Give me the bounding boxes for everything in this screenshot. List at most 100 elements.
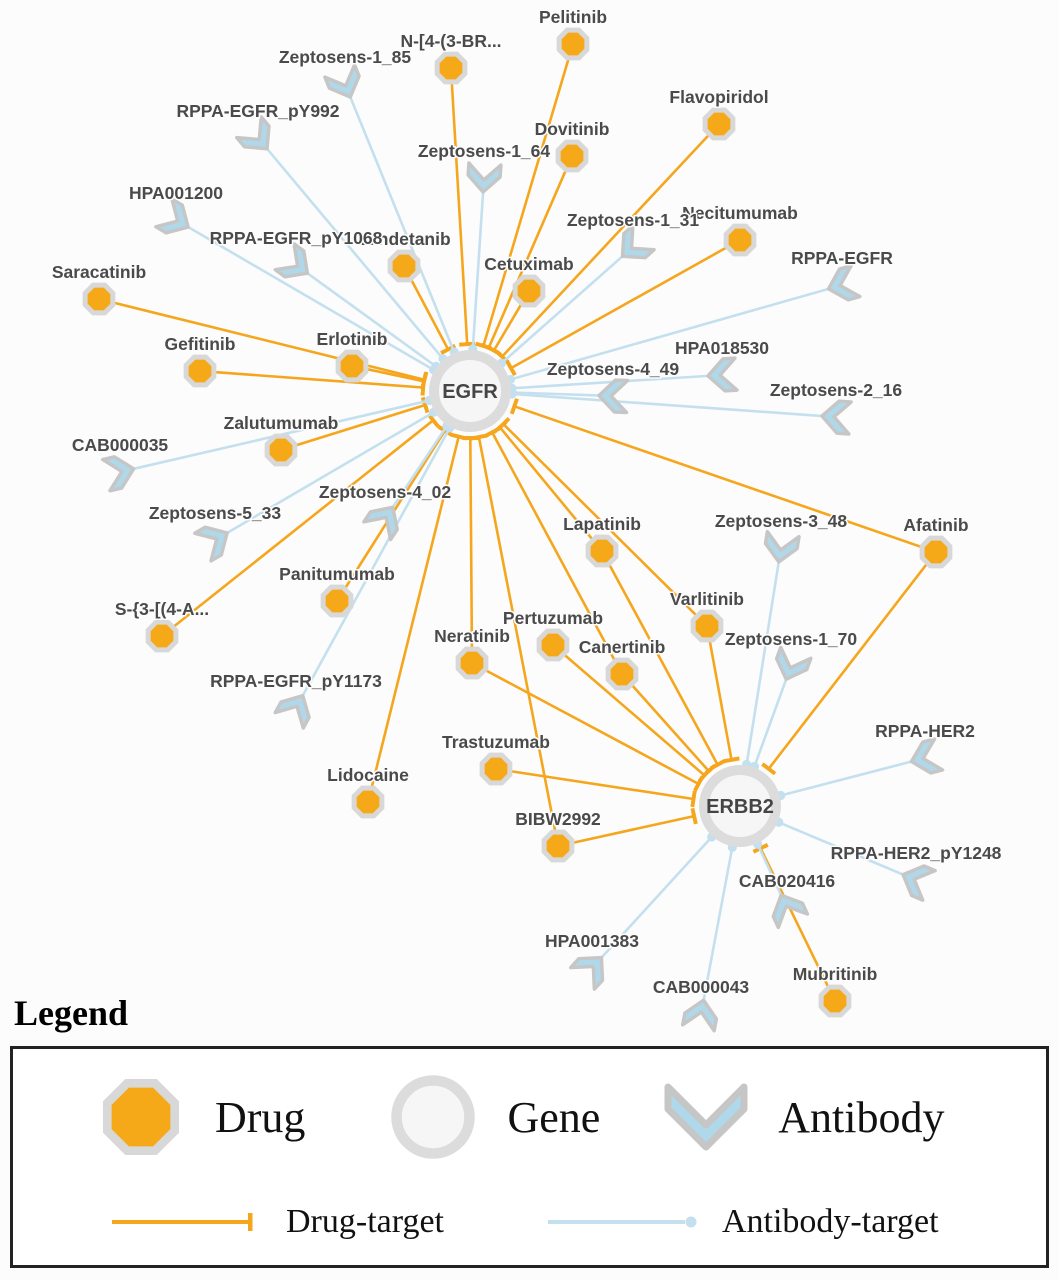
drug-octagon[interactable] xyxy=(702,107,736,141)
node-label-Lapatinib: Lapatinib xyxy=(563,514,641,534)
drug-octagon[interactable] xyxy=(455,646,489,680)
drug-octagon[interactable] xyxy=(536,628,570,662)
drug-octagon[interactable] xyxy=(479,752,513,786)
drug-octagon[interactable] xyxy=(82,282,116,316)
drug-octagon[interactable] xyxy=(585,534,619,568)
drug-octagon[interactable] xyxy=(320,584,354,618)
drug-node-Vandetanib[interactable] xyxy=(387,249,421,283)
antibody-node-Zeptosens-1_85[interactable] xyxy=(323,63,365,103)
antibody-chevron[interactable] xyxy=(706,356,739,393)
antibody-chevron[interactable] xyxy=(273,688,317,730)
antibody-node-Zeptosens-1_70[interactable] xyxy=(771,645,813,684)
drug-node-Neratinib[interactable] xyxy=(455,646,489,680)
antibody-chevron[interactable] xyxy=(362,498,406,542)
gene-node-ERBB2[interactable]: ERBB2 xyxy=(699,765,781,847)
antibody-node-HPA001200[interactable] xyxy=(154,197,196,241)
drug-octagon[interactable] xyxy=(145,619,179,653)
drug-node-Pertuzumab[interactable] xyxy=(536,628,570,662)
gene-circle[interactable] xyxy=(429,350,511,432)
drug-octagon[interactable] xyxy=(335,349,369,383)
drug-icon xyxy=(102,1078,180,1156)
edge-antibody-target xyxy=(346,90,459,357)
drug-node-Erlotinib[interactable] xyxy=(335,349,369,383)
antibody-node-Zeptosens-1_31[interactable] xyxy=(612,223,656,269)
antibody-node-CAB020416[interactable] xyxy=(767,889,810,930)
antibody-chevron[interactable] xyxy=(771,645,813,684)
node-label-RPPA-HER2: RPPA-HER2 xyxy=(875,721,975,741)
drug-octagon[interactable] xyxy=(387,249,421,283)
antibody-chevron[interactable] xyxy=(597,378,630,415)
drug-node-Zalutumumab[interactable] xyxy=(264,433,298,467)
antibody-node-RPPA-EGFR_pY992[interactable] xyxy=(234,115,280,159)
gene-circle[interactable] xyxy=(699,765,781,847)
drug-octagon[interactable] xyxy=(351,785,385,819)
drug-node-Flavopiridol[interactable] xyxy=(702,107,736,141)
edge-antibody-target xyxy=(774,817,910,879)
drug-node-Lapatinib[interactable] xyxy=(585,534,619,568)
antibody-chevron[interactable] xyxy=(193,519,235,563)
antibody-chevron[interactable] xyxy=(323,63,365,103)
antibody-chevron[interactable] xyxy=(466,161,503,194)
drug-node-Panitumumab[interactable] xyxy=(320,584,354,618)
node-label-BIBW2992: BIBW2992 xyxy=(515,809,601,829)
antibody-chevron[interactable] xyxy=(767,889,810,930)
drug-octagon[interactable] xyxy=(555,139,589,173)
antibody-chevron[interactable] xyxy=(101,453,137,493)
antibody-chevron[interactable] xyxy=(907,737,945,777)
drug-octagon[interactable] xyxy=(512,274,546,308)
drug-node-Trastuzumab[interactable] xyxy=(479,752,513,786)
antibody-node-RPPA-HER2_pY1248[interactable] xyxy=(897,860,937,902)
antibody-chevron[interactable] xyxy=(763,529,801,565)
antibody-node-RPPA-EGFR_pY1173[interactable] xyxy=(273,688,317,730)
gene-node-EGFR[interactable]: EGFR xyxy=(429,350,511,432)
drug-octagon[interactable] xyxy=(183,354,217,388)
antibody-node-CAB000035[interactable] xyxy=(101,453,137,493)
antibody-node-RPPA-HER2[interactable] xyxy=(907,737,945,777)
drug-node-Canertinib[interactable] xyxy=(605,657,639,691)
antibody-chevron[interactable] xyxy=(824,264,862,304)
drug-node-Gefitinib[interactable] xyxy=(183,354,217,388)
antibody-node-Zeptosens-4_02[interactable] xyxy=(362,498,406,542)
drug-node-Afatinib[interactable] xyxy=(919,535,953,569)
antibody-node-RPPA-EGFR_pY1068[interactable] xyxy=(273,242,316,286)
antibody-chevron[interactable] xyxy=(154,197,196,241)
drug-octagon[interactable] xyxy=(264,433,298,467)
antibody-chevron[interactable] xyxy=(234,115,280,159)
antibody-chevron[interactable] xyxy=(897,860,937,902)
drug-node-Lidocaine[interactable] xyxy=(351,785,385,819)
drug-octagon[interactable] xyxy=(818,984,852,1018)
edge-drug-target xyxy=(367,368,428,390)
drug-node-S3[interactable] xyxy=(145,619,179,653)
antibody-node-Zeptosens-2_16[interactable] xyxy=(820,399,853,436)
antibody-chevron[interactable] xyxy=(568,947,614,991)
antibody-node-CAB000043[interactable] xyxy=(680,997,720,1033)
drug-node-Pelitinib[interactable] xyxy=(556,27,590,61)
drug-node-Varlitinib[interactable] xyxy=(690,609,724,643)
antibody-chevron[interactable] xyxy=(273,242,316,286)
drug-node-Saracatinib[interactable] xyxy=(82,282,116,316)
drug-octagon[interactable] xyxy=(605,657,639,691)
antibody-node-Zeptosens-5_33[interactable] xyxy=(193,519,235,563)
antibody-node-Zeptosens-4_49[interactable] xyxy=(597,378,630,415)
antibody-chevron[interactable] xyxy=(612,223,656,269)
drug-node-Dovitinib[interactable] xyxy=(555,139,589,173)
drug-octagon[interactable] xyxy=(541,829,575,863)
drug-node-Necitumumab[interactable] xyxy=(723,223,757,257)
antibody-node-Zeptosens-3_48[interactable] xyxy=(763,529,801,565)
antibody-chevron[interactable] xyxy=(680,997,720,1033)
antibody-node-HPA018530[interactable] xyxy=(706,356,739,393)
antibody-chevron[interactable] xyxy=(820,399,853,436)
drug-node-Cetuximab[interactable] xyxy=(512,274,546,308)
drug-node-NBR[interactable] xyxy=(434,51,468,85)
edge-drug-target xyxy=(494,134,710,364)
drug-octagon[interactable] xyxy=(690,609,724,643)
drug-node-BIBW2992[interactable] xyxy=(541,829,575,863)
antibody-node-Zeptosens-1_64[interactable] xyxy=(466,161,503,194)
antibody-node-HPA001383[interactable] xyxy=(568,947,614,991)
drug-node-Mubritinib[interactable] xyxy=(818,984,852,1018)
drug-octagon[interactable] xyxy=(434,51,468,85)
drug-octagon[interactable] xyxy=(919,535,953,569)
drug-octagon[interactable] xyxy=(723,223,757,257)
drug-octagon[interactable] xyxy=(556,27,590,61)
antibody-node-RPPA-EGFR[interactable] xyxy=(824,264,862,304)
